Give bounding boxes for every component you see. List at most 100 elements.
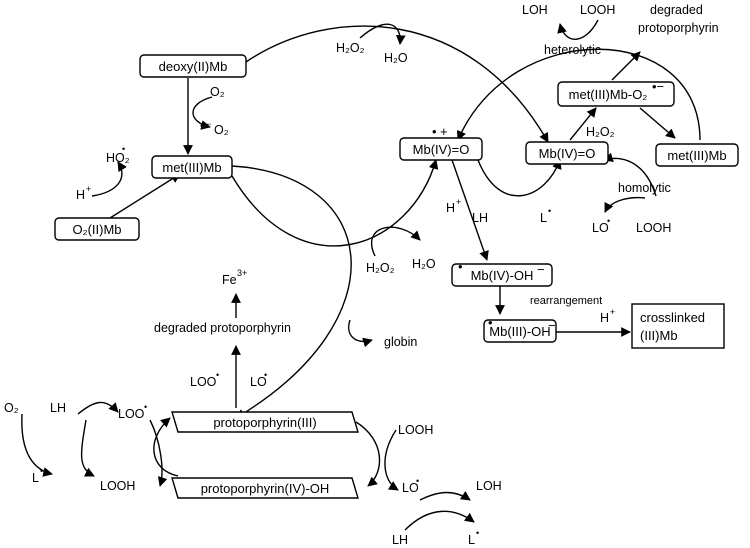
label-hplus-cross-sup: + [610, 307, 615, 317]
crosslinked-line2: (III)Mb [640, 328, 678, 343]
label-loo-mid-dot: • [216, 370, 219, 380]
arc-heterolytic [456, 48, 701, 141]
label-lo-mid-dot: • [264, 370, 267, 380]
label-degraded-top-1: degraded [650, 3, 703, 17]
radical-cation-plus: + [440, 124, 448, 139]
radical-cation-mark: • [432, 124, 437, 139]
label-fe-charge: 3+ [237, 268, 247, 278]
node-protoporphyrin-iii-label: protoporphyrin(III) [213, 415, 316, 430]
label-degraded-top-2: protoporphyrin [638, 21, 719, 35]
label-loh-top: LOH [522, 3, 548, 17]
node-crosslinked-mb: crosslinked (III)Mb [631, 303, 725, 349]
label-superoxide-minus: − [206, 119, 211, 129]
loo-to-pp-curl [149, 419, 168, 487]
node-met-mb-left: met(III)Mb [151, 155, 233, 179]
label-lo-right: LO [592, 221, 609, 235]
reaction-labels: H₂O₂ H₂O O₂ • O₂ − HO₂ • H + H₂O₂ H₂O gl… [4, 3, 719, 547]
label-loo-left-dot: • [144, 402, 147, 412]
node-protoporphyrin-iv-oh: protoporphyrin(IV)-OH [171, 477, 359, 499]
mb-iv-oh-dot: • [458, 259, 463, 274]
hplus-ho2-curl [91, 161, 127, 197]
left-cycle-o2 [21, 413, 53, 477]
mb-iv-oh-minus: − [537, 262, 545, 277]
label-hplus-mid: H [446, 201, 455, 215]
homolytic-lo-curl [604, 196, 646, 213]
superoxide-charge: •− [652, 79, 664, 94]
node-deoxy-mb: deoxy(II)Mb [139, 54, 247, 78]
node-met-mb-right-label: met(III)Mb [667, 148, 726, 163]
label-looh-left: LOOH [100, 479, 135, 493]
label-h2o2-right: H₂O₂ [586, 125, 615, 139]
label-l-mid-dot: • [548, 206, 551, 216]
crosslinked-line1: crosslinked [640, 310, 705, 325]
label-h2o-top: H₂O [384, 51, 408, 65]
node-o2-mb: O₂(II)Mb [54, 217, 140, 241]
label-loo-mid: LOO [190, 375, 217, 389]
label-hplus-left: H [76, 188, 85, 202]
arrow-to-degraded-top [611, 51, 641, 81]
node-mb-iii-oh-radical: • Mb(III)-OH − [483, 315, 557, 343]
left-cycle-l [80, 419, 95, 477]
arc-met-to-mbiv-radical [231, 159, 439, 247]
o2-superoxide-curl [192, 96, 213, 130]
mb-iii-oh-dot-1: • [488, 315, 493, 330]
label-lo-right-dot: • [607, 216, 610, 226]
label-l-left: L [32, 471, 39, 485]
looh-to-lo-curl [384, 429, 399, 491]
arc-deoxy-to-mbiv [245, 25, 549, 143]
label-hplus-mid-sup: + [456, 197, 461, 207]
node-o2-mb-label: O₂(II)Mb [72, 222, 121, 237]
node-mb-iv-o: Mb(IV)=O [525, 141, 609, 165]
label-looh-top: LOOH [580, 3, 615, 17]
node-mb-iv-o-radical: Mb(IV)=O • + [399, 124, 483, 161]
label-superoxide: O₂ [214, 123, 229, 137]
label-ho2: HO₂ [106, 151, 130, 165]
label-rearrangement: rearrangement [530, 295, 602, 307]
label-h2o2-mid: H₂O₂ [366, 261, 395, 275]
label-ho2-dot: • [122, 144, 125, 154]
node-protoporphyrin-iv-oh-label: protoporphyrin(IV)-OH [201, 481, 330, 496]
label-looh-right: LOOH [636, 221, 671, 235]
homolytic-loop [603, 152, 657, 197]
label-l-bottom-dot: • [476, 528, 479, 538]
h2o2-hook-bottom [370, 226, 421, 257]
label-lo-pp-dot: • [416, 476, 419, 486]
node-met-mb-right: met(III)Mb [655, 143, 739, 167]
label-looh-pp: LOOH [398, 423, 433, 437]
label-lo-pp: LO [402, 481, 419, 495]
reaction-arrows [21, 19, 701, 531]
arrow-superoxide-to-met [639, 107, 676, 139]
node-protoporphyrin-iii: protoporphyrin(III) [171, 411, 359, 433]
h2o2-hook-top [359, 23, 406, 45]
label-degraded-protoporphyrin: degraded protoporphyrin [154, 321, 291, 335]
label-h2o-mid: H₂O [412, 257, 436, 271]
label-o2: O₂ [210, 85, 225, 99]
label-lh-left: LH [50, 401, 66, 415]
node-met-mb-superoxide-label: met(III)Mb-O₂ [569, 87, 648, 102]
pp-right-curl [355, 421, 381, 487]
label-hplus-left-sup: + [86, 184, 91, 194]
label-o2-left: O₂ [4, 401, 19, 415]
bottom-lo-curl [419, 491, 471, 501]
label-l-left-dot: • [40, 466, 43, 476]
label-loo-left: LOO [118, 407, 145, 421]
pp-iv-to-iii-curl [153, 417, 179, 477]
node-met-mb-left-label: met(III)Mb [162, 160, 221, 175]
label-l-mid: L [540, 211, 547, 225]
label-h2o2-top: H₂O₂ [336, 41, 365, 55]
label-homolytic: homolytic [618, 181, 671, 195]
arc-met-to-protoporphyrin [231, 165, 352, 419]
label-globin: globin [384, 335, 417, 349]
mbiv-reduction-loop [477, 159, 562, 197]
bottom-lh-curl [404, 510, 475, 531]
node-mb-iv-o-radical-label: Mb(IV)=O [413, 142, 470, 157]
node-met-mb-superoxide: met(III)Mb-O₂ •− [557, 79, 675, 107]
label-fe: Fe [222, 273, 237, 287]
label-lh-mid: LH [472, 211, 488, 225]
label-lh-bottom: LH [392, 533, 408, 547]
arrow-o2mb-to-met [109, 173, 181, 219]
mb-iii-oh-minus: − [548, 318, 556, 333]
arrow-mbiv-to-superoxide [569, 107, 597, 141]
left-cycle-lh [77, 401, 119, 415]
